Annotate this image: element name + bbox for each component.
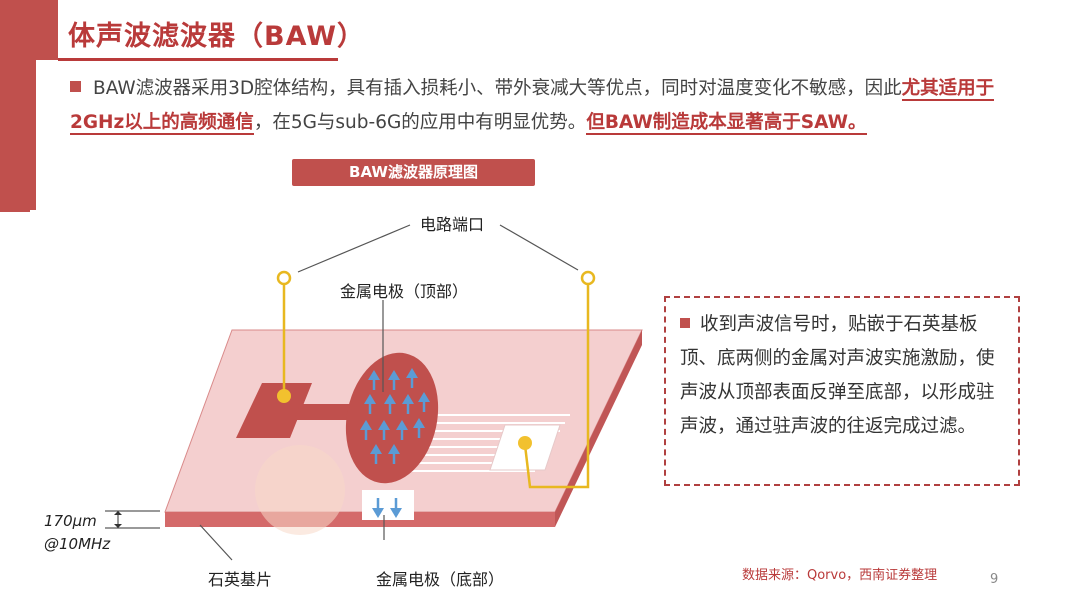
slide-title: 体声波滤波器（BAW） <box>68 21 366 52</box>
watermark-logo <box>255 445 345 535</box>
thickness-frequency: @10MHz <box>44 535 111 553</box>
intro-text-part1: BAW滤波器采用3D腔体结构，具有插入损耗小、带外衰减大等优点，同时对温度变化不… <box>93 78 902 99</box>
diagram-caption: BAW滤波器原理图 <box>292 159 535 186</box>
port-wires <box>282 280 590 489</box>
left-electrode-arm <box>294 404 362 420</box>
title-underline <box>58 58 338 61</box>
explanation-body: 收到声波信号时，贴嵌于石英基板顶、底两侧的金属对声波实施激励，使声波从顶部表面反… <box>680 314 995 437</box>
explanation-box: 收到声波信号时，贴嵌于石英基板顶、底两侧的金属对声波实施激励，使声波从顶部表面反… <box>664 296 1020 486</box>
intro-bullet: BAW滤波器采用3D腔体结构，具有插入损耗小、带外衰减大等优点，同时对温度变化不… <box>70 72 1045 140</box>
label-bottom-electrode: 金属电极（底部） <box>376 570 505 589</box>
intro-highlight-1: 尤其适用于2GHz以上的高频通信 <box>70 78 995 135</box>
acoustic-wave-arrows <box>360 368 430 464</box>
left-electrode-pad <box>236 383 312 438</box>
label-circuit-port: 电路端口 <box>420 215 485 234</box>
right-wire-joint <box>518 436 532 450</box>
thickness-marker <box>105 510 160 529</box>
page-number: 9 <box>990 572 999 587</box>
substrate-side-face <box>555 330 642 527</box>
data-source: 数据来源：Qorvo，西南证券整理 <box>742 568 938 583</box>
baw-diagram <box>105 224 643 561</box>
left-accent-notch <box>0 200 30 212</box>
explanation-text: 收到声波信号时，贴嵌于石英基板顶、底两侧的金属对声波实施激励，使声波从顶部表面反… <box>680 308 1004 444</box>
right-port-terminal <box>580 270 596 286</box>
left-accent-bar <box>0 0 58 60</box>
label-top-electrode: 金属电极（顶部） <box>340 282 469 301</box>
bottom-arrows <box>372 498 402 518</box>
label-substrate: 石英基片 <box>208 570 273 589</box>
substrate-front-face <box>165 512 555 527</box>
intro-text-part2: ，在5G与sub-6G的应用中有明显优势。 <box>253 112 587 133</box>
bottom-electrode <box>362 490 414 520</box>
callout-lines <box>199 224 579 561</box>
left-port-terminal <box>276 270 292 286</box>
top-electrode <box>345 352 439 484</box>
bullet-square-icon <box>680 318 690 328</box>
left-accent-bar-body <box>0 60 36 210</box>
bullet-square-icon <box>70 81 81 92</box>
left-wire-joint <box>277 389 291 403</box>
intro-highlight-2: 但BAW制造成本显著高于SAW。 <box>586 112 867 135</box>
thickness-value: 170μm <box>44 512 97 530</box>
